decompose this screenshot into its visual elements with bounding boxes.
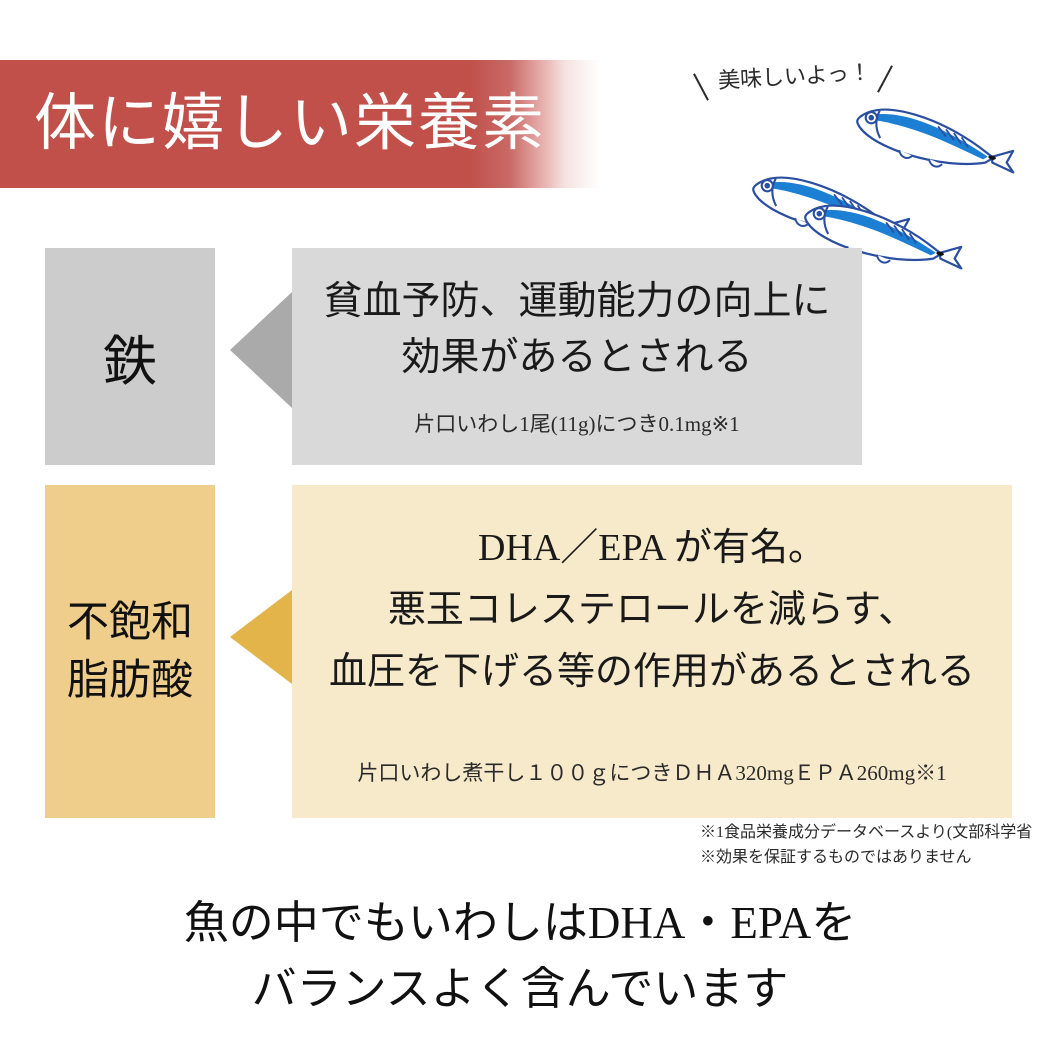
sardine-fish-illustration [752,92,1040,272]
header-banner [0,60,620,188]
nutrient-label-unsaturated-fatty-acid: 不飽和 脂肪酸 [45,485,215,818]
ufa-note: 片口いわし煮干し１００ｇにつきＤＨＡ320mgＥＰＡ260mg※1 [357,761,947,785]
page-title: 体に嬉しい栄養素 [34,90,547,158]
footer-caption-line-2: バランスよく含んでいます [251,964,789,1014]
nutrient-label-ufa-line-1: 不飽和 [66,599,193,646]
disclaimer-no-guarantee: ※効果を保証するものではありません [700,849,972,866]
ufa-benefit-line-3: 血圧を下げる等の作用があるとされる [328,651,975,693]
callout-stroke-left-icon [693,73,709,101]
arrow-iron-icon [230,292,292,408]
ufa-benefit-line-2: 悪玉コレステロールを減らす、 [387,589,917,631]
nutrient-label-iron-text: 鉄 [103,332,157,392]
iron-benefit-line-1: 貧血予防、運動能力の向上に [323,280,831,323]
nutrient-label-ufa-line-2: 脂肪酸 [66,657,193,704]
footer-caption: 魚の中でもいわしはDHA・EPAを バランスよく含んでいます [0,890,1040,1022]
iron-benefit-line-2: 効果があるとされる [401,336,753,379]
ufa-benefit-line-1: DHA／EPA が有名。 [477,527,827,569]
iron-note: 片口いわし1尾(11g)につき0.1mg※1 [414,412,740,436]
disclaimer-source: ※1食品栄養成分データベースより(文部科学省 [700,824,1033,841]
callout-text: 美味しいよっ！ [717,60,872,94]
disclaimer-block: ※1食品栄養成分データベースより(文部科学省 ※効果を保証するものではありません [700,820,1040,870]
nutrient-content-unsaturated-fatty-acid: DHA／EPA が有名。 悪玉コレステロールを減らす、 血圧を下げる等の作用があ… [292,485,1012,818]
nutrient-label-iron: 鉄 [45,248,215,465]
footer-caption-line-1: 魚の中でもいわしはDHA・EPAを [183,898,857,948]
arrow-unsaturated-fatty-acid-icon [230,590,292,684]
nutrient-content-iron: 貧血予防、運動能力の向上に 効果があるとされる 片口いわし1尾(11g)につき0… [292,248,862,465]
callout-stroke-right-icon [877,65,893,93]
